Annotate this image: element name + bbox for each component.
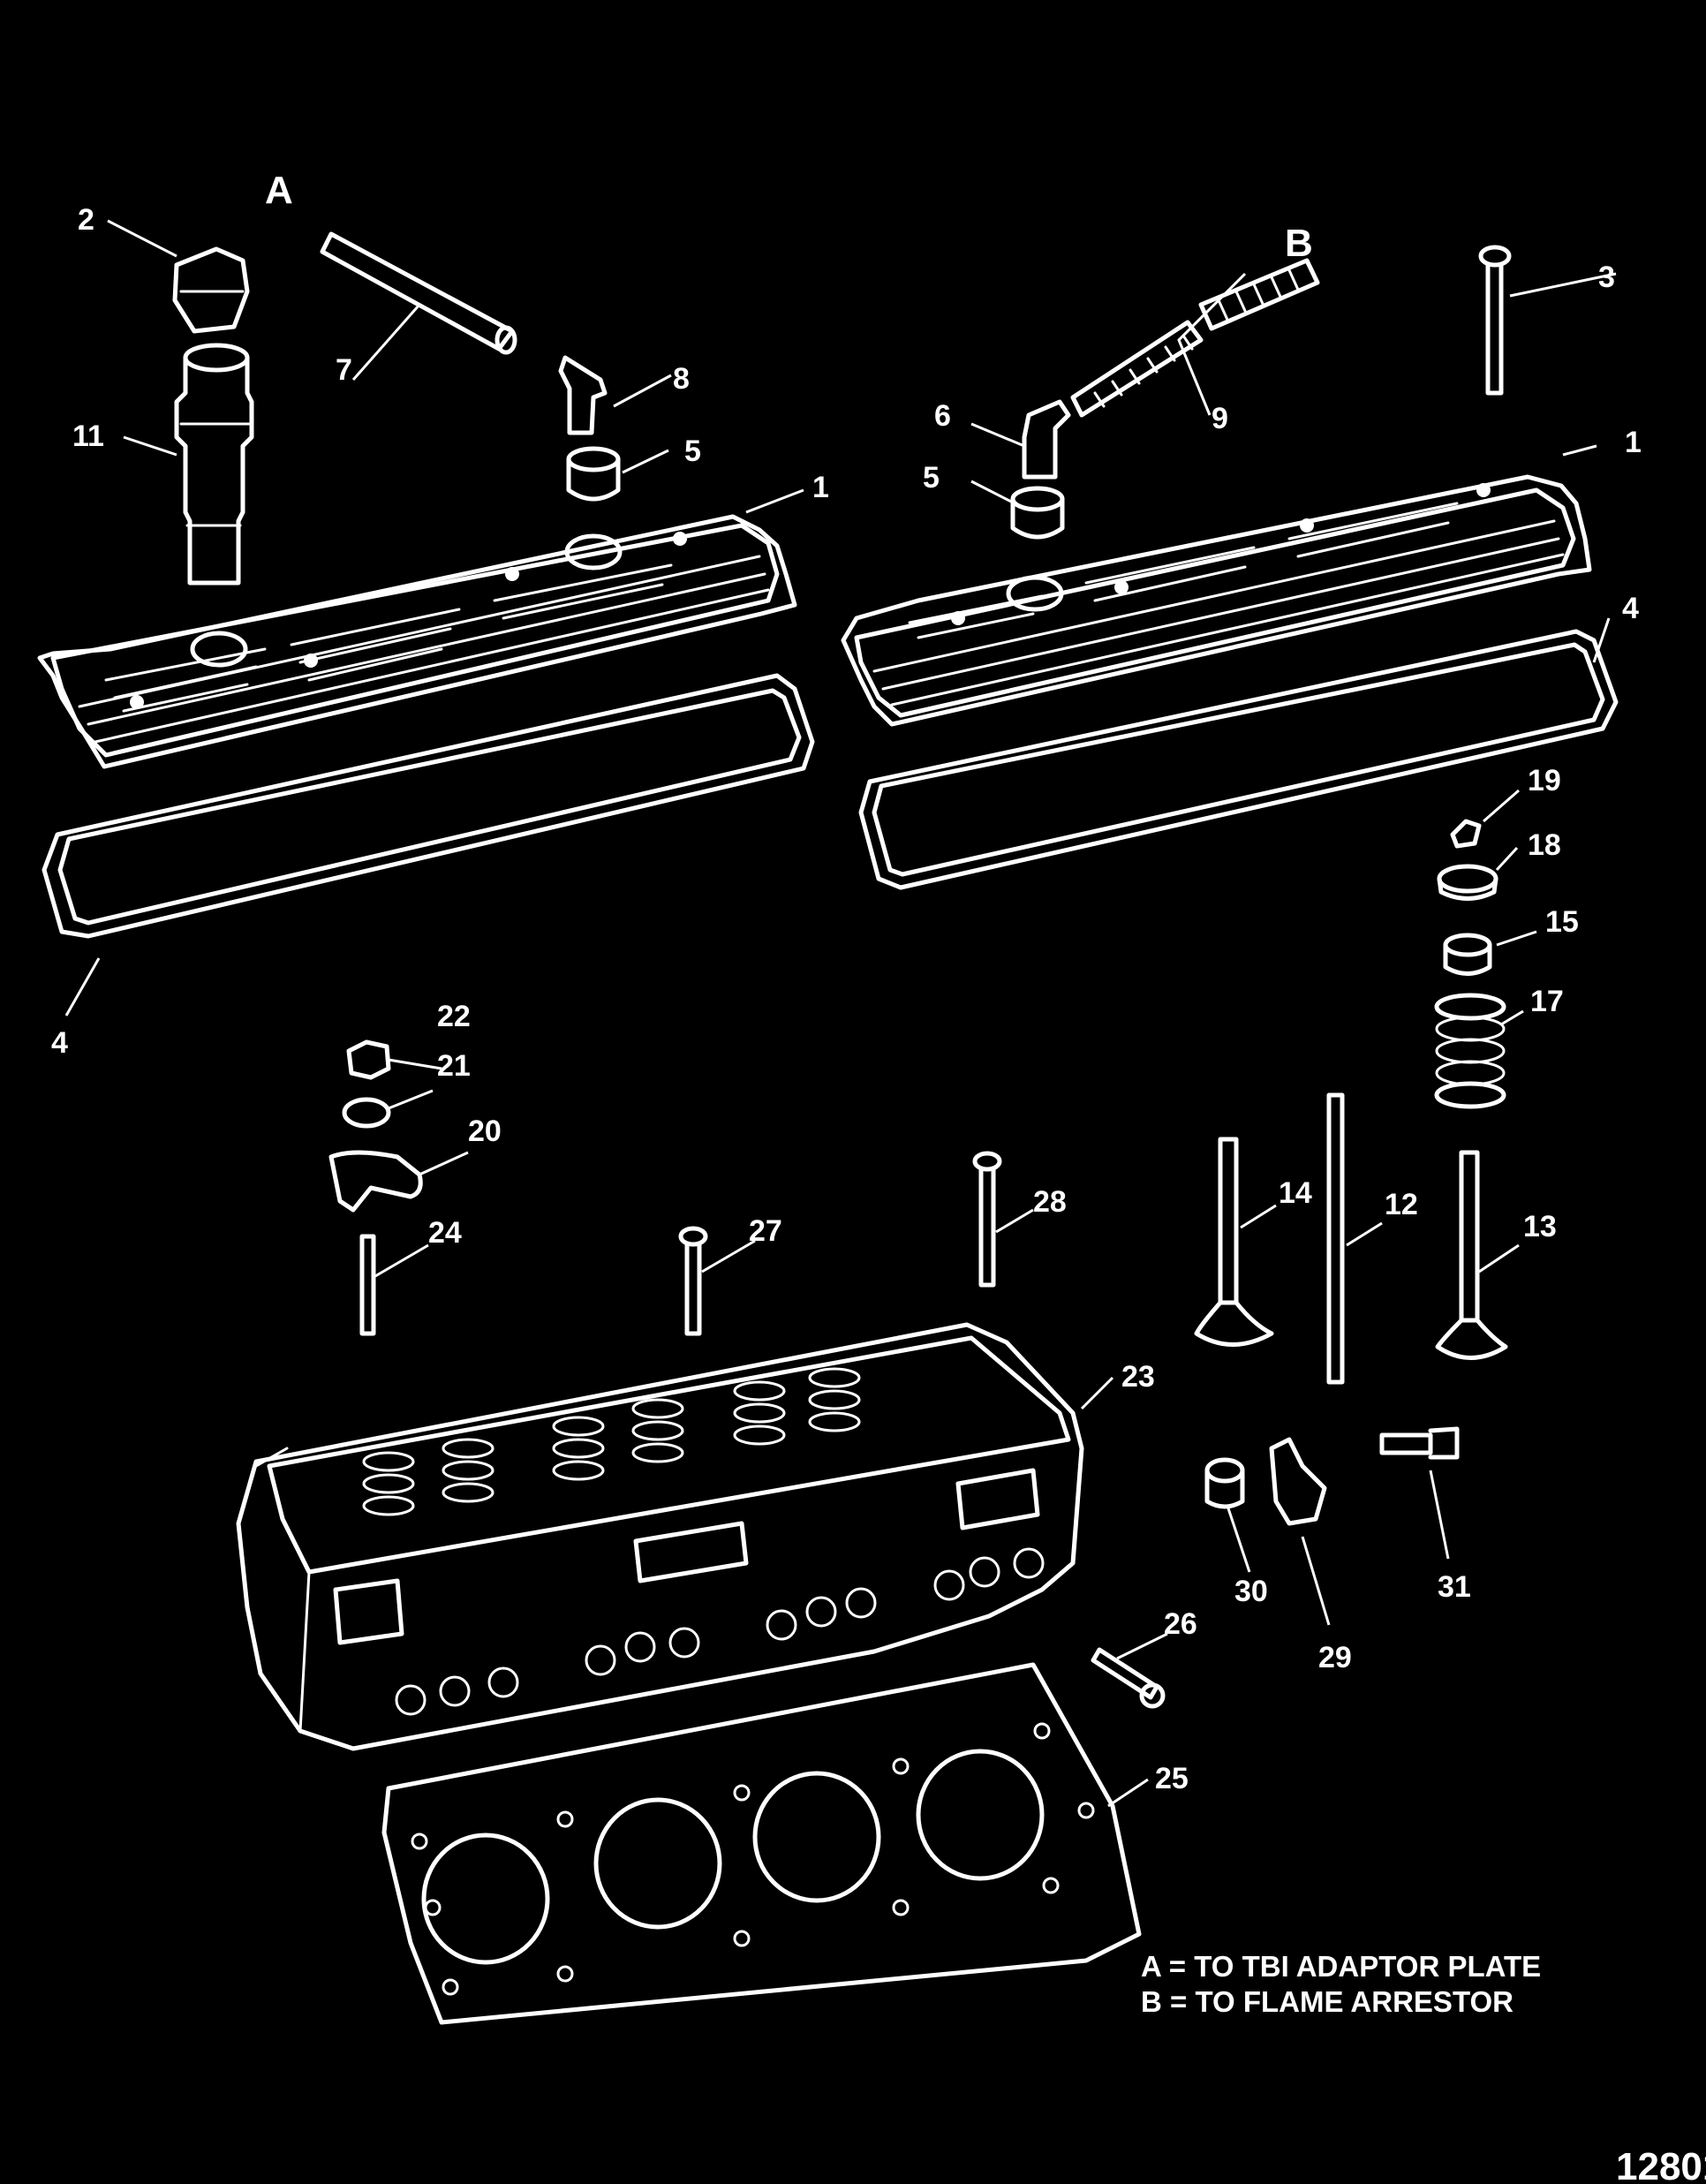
callout-9: 9 [1212,402,1228,435]
callout-8: 8 [673,362,690,396]
figure-code: 12801 [1616,2145,1706,2184]
guide-bolt [1379,1426,1460,1460]
valve-spring-cap [1437,864,1498,901]
rocker-nut [346,1039,391,1080]
callout-24: 24 [428,1216,462,1250]
view-label-b: B [1285,222,1313,265]
rocker-arm [328,1150,423,1213]
callout-18: 18 [1528,828,1561,862]
callout-30: 30 [1234,1575,1268,1608]
callout-2: 2 [78,203,94,237]
callout-26: 26 [1164,1607,1197,1641]
valve-spring [1434,993,1506,1109]
rocker-ball [342,1097,391,1129]
callout-3: 3 [1598,261,1615,294]
valve-cover-right [841,474,1592,727]
pcv-elbow-fitting [1022,399,1071,480]
valve-cover-bolt [1478,245,1512,396]
callout-31: 31 [1438,1570,1471,1604]
callout-22: 22 [437,1000,471,1033]
valve-cover-gasket-right [858,629,1619,890]
callout-15: 15 [1545,905,1579,939]
vent-hose-b-1 [1070,320,1204,418]
callout-7: 7 [336,353,352,387]
callout-11: 11 [72,419,104,453]
pushrod-guide [1269,1437,1327,1526]
callout-23: 23 [1121,1360,1155,1394]
callout-5-right: 5 [923,461,940,495]
head-bolt-long [972,1151,1002,1288]
leader-lines [64,219,1617,1808]
callout-19: 19 [1528,764,1561,797]
vent-hose-b-2 [1198,258,1320,331]
valve-cover-left [37,514,797,769]
head-gasket [381,1662,1142,2025]
callout-4-right: 4 [1622,592,1639,625]
callout-4-left: 4 [51,1026,68,1060]
callout-29: 29 [1318,1641,1352,1674]
intake-valve [1435,1150,1508,1360]
exhaust-valve [1194,1137,1274,1347]
vent-hose-a [320,231,517,355]
callout-1-left: 1 [812,471,829,504]
callout-6: 6 [934,399,951,433]
valve-keeper [1450,819,1482,849]
oil-filler-tube [174,343,254,586]
legend-line-a: A = TO TBI ADAPTOR PLATE [1141,1950,1541,1983]
grommet-a [566,446,621,502]
head-bolt-small [1091,1647,1166,1709]
callout-12: 12 [1385,1188,1418,1221]
callout-28: 28 [1033,1185,1067,1219]
callout-14: 14 [1279,1176,1312,1210]
cylinder-head [236,1322,1084,1751]
valve-seal [1443,933,1492,976]
pushrod [1326,1092,1345,1385]
elbow-fitting [558,355,608,435]
callout-25: 25 [1155,1762,1189,1795]
callout-5-left: 5 [684,435,701,468]
callout-27: 27 [749,1214,782,1248]
callout-17: 17 [1530,985,1564,1018]
callout-1-right: 1 [1625,426,1642,459]
callout-20: 20 [468,1115,502,1148]
callout-13: 13 [1523,1210,1557,1243]
oil-filler-cap [172,246,250,334]
spacer [1204,1457,1245,1509]
grommet-b [1010,486,1065,540]
view-label-a: A [265,169,293,212]
callout-21: 21 [437,1049,471,1083]
valve-cover-gasket-left [42,673,815,939]
head-valve-springs [362,1367,861,1516]
legend-line-b: B = TO FLAME ARRESTOR [1141,1985,1514,2018]
rocker-stud [359,1234,376,1336]
head-bolt-short [678,1226,708,1336]
